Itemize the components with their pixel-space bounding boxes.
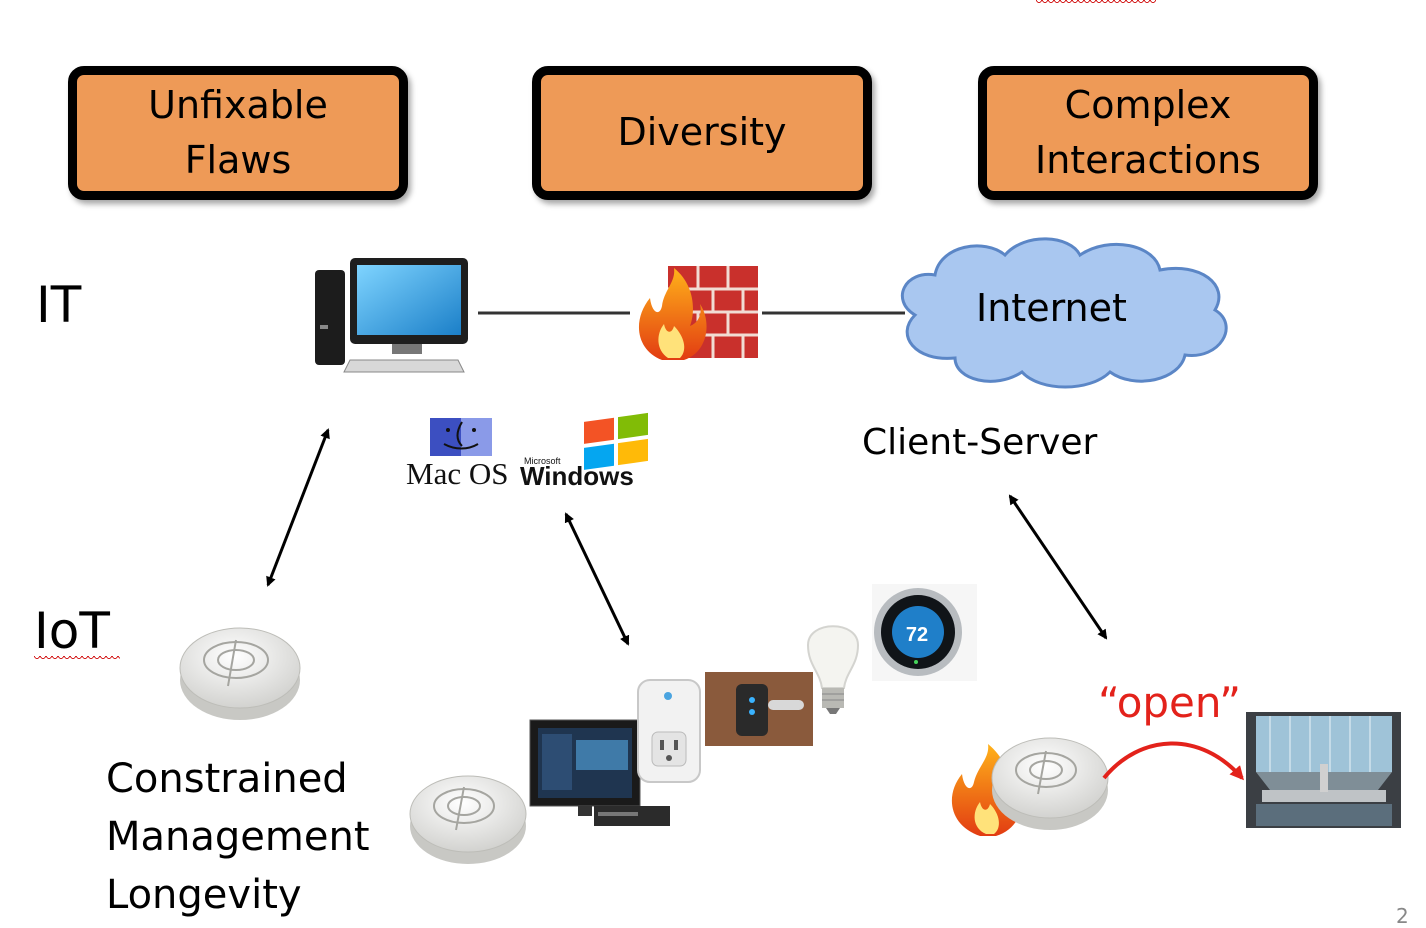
window-actuator-icon: [1246, 712, 1401, 828]
internet-cloud-icon: [901, 237, 1228, 389]
top-spellcheck-mark: [1036, 0, 1156, 6]
thermostat-reading: 72: [906, 624, 928, 646]
diversity-box: Diversity: [532, 66, 872, 200]
it-iot-arrow-left: [266, 428, 330, 587]
diversity-label: Diversity: [617, 110, 787, 155]
open-command-arrow: [1102, 741, 1244, 781]
firewall-icon: [638, 266, 758, 360]
it-row-label: IT: [36, 276, 82, 334]
open-command-label: “open”: [1098, 678, 1241, 727]
constraint-constrained: Constrained: [106, 756, 348, 802]
smart-lock-icon: [705, 672, 813, 746]
unfixable-flaws-box: Unfixable Flaws: [68, 66, 408, 200]
page-number: 2: [1396, 904, 1409, 928]
smart-tv-icon: [529, 719, 670, 826]
thermostat-icon: 72: [872, 584, 977, 681]
smart-bulb-icon: [806, 625, 860, 714]
desktop-computer-icon: [315, 258, 468, 373]
iot-spellcheck-mark: [34, 656, 120, 662]
constraint-management: Management: [106, 814, 370, 860]
windows-label: Windows: [520, 461, 634, 491]
mac-os-label: Mac OS: [406, 456, 509, 491]
complex-interactions-box: Complex Interactions: [978, 66, 1318, 200]
smoke-detector-right-icon: [991, 737, 1109, 830]
unfixable-flaws-label: Unfixable Flaws: [148, 82, 328, 182]
microsoft-small-label: Microsoft: [524, 456, 561, 466]
client-server-label: Client-Server: [862, 422, 1098, 463]
it-iot-arrow-right: [1008, 494, 1108, 640]
it-iot-arrow-middle: [564, 512, 630, 646]
smoke-detector-left-icon: [179, 627, 301, 720]
iot-row-label: IoT: [34, 602, 110, 660]
mac-os-logo-icon: [430, 418, 492, 456]
internet-label: Internet: [976, 286, 1127, 330]
complex-interactions-label: Complex Interactions: [1035, 82, 1261, 182]
constraints-list: Constrained Management Longevity: [106, 750, 370, 924]
constraint-longevity: Longevity: [106, 872, 302, 918]
windows-logo-icon: [584, 412, 648, 470]
smoke-detector-middle-icon: [409, 775, 527, 864]
smart-plug-icon: [637, 679, 701, 783]
